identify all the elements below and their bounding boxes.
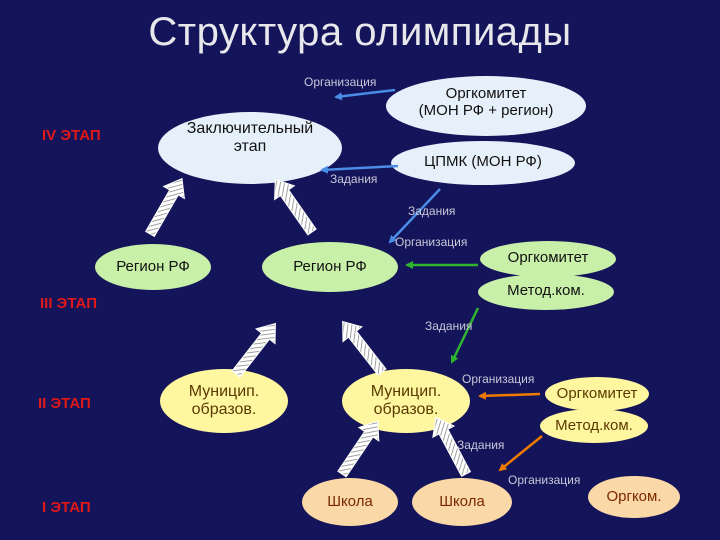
orgkomitet-munic-label: Оргкомитет (556, 385, 638, 402)
org-munic-label: Организация (462, 372, 535, 386)
munic-left-line-2: образов. (191, 400, 257, 418)
school-right-ellipse (412, 478, 512, 526)
school-left-ellipse (302, 478, 398, 526)
orgkom-school-ellipse (588, 476, 680, 518)
metod-munic-label: Метод.ком. (555, 417, 633, 434)
munic-left-label: Муницип. образов. (160, 383, 288, 418)
region-right-label: Регион РФ (293, 258, 367, 275)
stage-ii-label: II ЭТАП (38, 395, 91, 412)
org-top-label: Организация (304, 75, 377, 89)
tasks-munic-label: Задания (457, 438, 505, 452)
region-left-ellipse (95, 244, 211, 290)
metod-munic-ellipse (540, 409, 648, 443)
region-left-label: Регион РФ (116, 258, 190, 275)
arrow-org-munic (478, 391, 541, 400)
tasks-region-2-label: Задания (425, 319, 473, 333)
munic-left-line-1: Муницип. (188, 383, 260, 400)
orgkomitet-munic-ellipse (545, 377, 649, 411)
final-stage-label: Заключительный этап (158, 120, 342, 155)
stage-iv-label: IV ЭТАП (42, 127, 101, 144)
orgkomitet-top-label: Оргкомитет (МОН РФ + регион) (390, 85, 582, 119)
orgkom-school-label: Оргком. (606, 488, 662, 505)
munic-right-line-1: Муницип. (370, 383, 442, 400)
cpmk-ellipse (391, 141, 575, 185)
school-left-label: Школа (327, 493, 373, 510)
school-right-label: Школа (439, 493, 485, 510)
orgkomitet-top-line-2: (МОН РФ + регион) (418, 101, 554, 119)
orgkomitet-region-label: Оргкомитет (507, 249, 589, 266)
arrow-tasks-region-2 (450, 307, 480, 364)
final-stage-line-1: Заключительный (186, 120, 314, 137)
tasks-region-1-label: Задания (408, 204, 456, 218)
final-stage-line-2: этап (233, 137, 267, 155)
arrow-tasks-top (320, 164, 399, 174)
munic-right-label: Муницип. образов. (342, 383, 470, 418)
orgkomitet-top-ellipse (386, 76, 586, 136)
stage-iii-label: III ЭТАП (40, 295, 97, 312)
munic-right-line-2: образов. (373, 400, 439, 418)
org-school-label: Организация (508, 473, 581, 487)
munic-left-ellipse (160, 369, 288, 433)
stage-i-label: I ЭТАП (42, 499, 91, 516)
final-stage-ellipse (158, 112, 342, 184)
arrow-tasks-region-1 (388, 188, 441, 244)
tasks-top-label: Задания (330, 172, 378, 186)
org-region-label: Организация (395, 235, 468, 249)
arrow-org-top (334, 88, 396, 101)
metod-region-label: Метод.ком. (507, 282, 585, 299)
metod-region-ellipse (478, 274, 614, 310)
arrow-munic-left-to-region (226, 315, 286, 382)
orgkomitet-top-line-1: Оргкомитет (445, 85, 527, 102)
cpmk-label: ЦПМК (МОН РФ) (424, 153, 542, 170)
arrow-region-left-to-final (139, 172, 193, 241)
slide-title: Структура олимпиады (148, 10, 572, 54)
orgkomitet-region-ellipse (480, 241, 616, 277)
arrow-tasks-munic (498, 435, 543, 472)
arrow-munic-right-to-region (332, 313, 392, 380)
region-right-ellipse (262, 242, 398, 292)
munic-right-ellipse (342, 369, 470, 433)
